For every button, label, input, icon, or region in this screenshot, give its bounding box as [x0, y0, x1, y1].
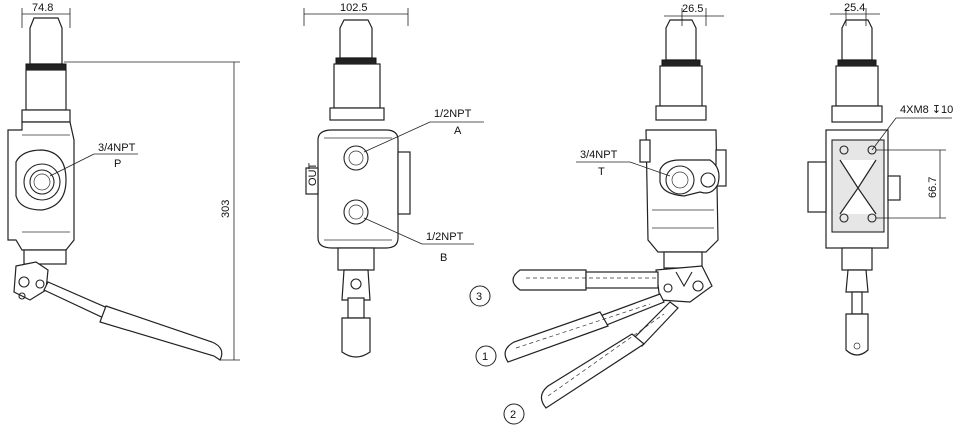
dim-view2-width: 102.5: [340, 2, 368, 14]
port-a-size: 1/2NPT: [434, 108, 472, 120]
port-p-size: 3/4NPT: [98, 142, 136, 154]
port-a-name: A: [454, 125, 462, 137]
dim-view3-width: 26.5: [682, 3, 703, 15]
dim-view1-width: 74.8: [32, 2, 53, 14]
front-view: OUT 102.5 1/2NPT A 1/2NPT B: [303, 2, 484, 358]
dim-view4-width: 25.4: [844, 2, 865, 14]
lever-position-2: 2: [510, 409, 516, 421]
mounting-view: 25.4 66.7 4XM8 ↧10: [807, 2, 953, 356]
lever-position-1: 1: [482, 351, 488, 363]
out-stamp: OUT: [307, 163, 319, 187]
dim-view1-height: 303: [220, 200, 232, 218]
lever-positions-view: 3 1 2 26.5 3/4NPT T: [469, 3, 727, 425]
port-b-name: B: [440, 252, 447, 264]
port-b-size: 1/2NPT: [426, 231, 464, 243]
port-t-size: 3/4NPT: [580, 149, 618, 161]
port-t-name: T: [598, 166, 605, 178]
lever-position-3: 3: [476, 291, 482, 303]
port-p-name: P: [114, 158, 121, 170]
mount-bolts-label: 4XM8 ↧10: [900, 104, 953, 116]
dim-view4-spacing: 66.7: [927, 177, 939, 198]
side-view: 74.8 303 3/4NPT P: [7, 2, 240, 361]
